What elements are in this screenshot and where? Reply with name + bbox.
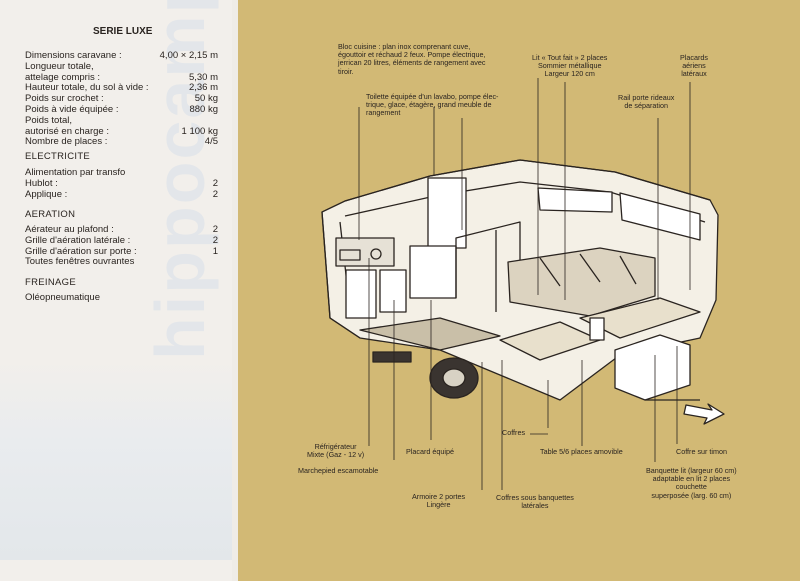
spec-row: autorisé en charge : 1 100 kg [25, 125, 218, 138]
spec-row: Poids à vide équipée : 880 kg [25, 103, 218, 116]
spec-row: Applique : 2 [25, 188, 218, 201]
label-banquette: Banquette lit (largeur 60 cm) adaptable … [646, 466, 737, 500]
label-rail: Rail porte rideaux de séparation [618, 93, 675, 111]
spec-row: Dimensions caravane : 4,00 × 2,15 m [25, 50, 218, 62]
spec-label: Poids total, [25, 114, 72, 126]
label-lit: Lit « Tout fait » 2 places Sommier métal… [532, 53, 608, 79]
label-refrigerateur: Réfrigérateur Mixte (Gaz - 12 v) [307, 442, 365, 460]
spec-value: 4,00 × 2,15 m [159, 50, 218, 61]
spec-value: 2,36 m [188, 82, 218, 94]
spec-value: 5,30 m [188, 71, 218, 83]
label-coffre-timon: Coffre sur timon [676, 447, 727, 456]
spec-label: Poids sur crochet : [25, 93, 104, 105]
spec-label: Aérateur au plafond : [25, 224, 114, 235]
electricite-list: Alimentation par transfo Hublot : 2 Appli… [25, 167, 218, 201]
series-title: SERIE LUXE [93, 26, 153, 37]
spec-row: Toutes fenêtres ouvrantes [25, 257, 218, 268]
label-coffres-banquettes: Coffres sous banquettes latérales [496, 493, 574, 511]
spec-value: 4/5 [204, 136, 218, 148]
spec-row: Poids sur crochet : 50 kg [25, 93, 218, 105]
label-placard-equipe: Placard équipé [406, 447, 454, 456]
spec-label: autorisé en charge : [25, 125, 109, 137]
spec-row: Nombre de places : 4/5 [25, 137, 218, 148]
spec-value: 2 [212, 188, 218, 200]
spec-label: Hauteur totale, du sol à vide : [25, 82, 149, 94]
freinage-value: Oléopneumatique [25, 292, 100, 303]
spec-row: Aérateur au plafond : 2 [25, 224, 218, 236]
spec-row: Longueur totale, [25, 60, 218, 73]
spec-row: Grille d'aération latérale : 2 [25, 234, 218, 247]
electricite-title: ELECTRICITE [25, 151, 91, 162]
spec-label: Grille d'aération latérale : [25, 234, 131, 246]
spec-value: 2 [212, 224, 218, 235]
freinage-title: FREINAGE [25, 277, 76, 288]
spec-value: 880 kg [189, 103, 218, 115]
spec-label: Grille d'aération sur porte : [25, 245, 137, 257]
label-coffres: Coffres [502, 428, 526, 437]
spec-value: 1 [212, 245, 218, 257]
spec-label: Applique : [25, 188, 68, 200]
spec-label: Toutes fenêtres ouvrantes [25, 256, 135, 268]
aeration-list: Aérateur au plafond : 2 Grille d'aération… [25, 224, 218, 268]
spec-label: Poids à vide équipée : [25, 103, 119, 115]
spec-label: Hublot : [25, 177, 58, 189]
spec-label: Longueur totale, [25, 60, 94, 72]
label-placards: Placards aériens latéraux [680, 53, 708, 79]
label-armoire: Armoire 2 portes Lingère [412, 492, 466, 510]
spec-row: Alimentation par transfo [25, 167, 218, 179]
spec-value: 1 100 kg [181, 125, 218, 137]
spec-label: Dimensions caravane : [25, 50, 122, 61]
label-table: Table 5/6 places amovible [540, 447, 623, 456]
spec-row: Hublot : 2 [25, 177, 218, 190]
spec-row: Hauteur totale, du sol à vide : 2,36 m [25, 83, 218, 94]
panel-shade [0, 360, 232, 560]
spec-row: Poids total, [25, 114, 218, 127]
spec-label: Nombre de places : [25, 136, 108, 148]
spec-panel: hippocamp SERIE LUXE Dimensions caravane… [0, 0, 232, 581]
spec-label: attelage compris : [25, 71, 100, 83]
spec-value: 50 kg [194, 93, 218, 105]
spec-label: Alimentation par transfo [25, 167, 126, 178]
spec-value: 2 [212, 177, 218, 189]
label-marchepied: Marchepied escamotable [298, 466, 379, 475]
aeration-title: AERATION [25, 209, 76, 220]
label-toilette: Toilette équipée d'un lavabo, pompe élec… [366, 92, 499, 118]
label-bloc-cuisine: Bloc cuisine : plan inox comprenant cuve… [338, 42, 486, 76]
spec-value: 2 [212, 234, 218, 246]
dimensions-list: Dimensions caravane : 4,00 × 2,15 m Longu… [25, 50, 218, 148]
spec-row: attelage compris : 5,30 m [25, 71, 218, 84]
spec-row: Grille d'aération sur porte : 1 [25, 245, 218, 258]
